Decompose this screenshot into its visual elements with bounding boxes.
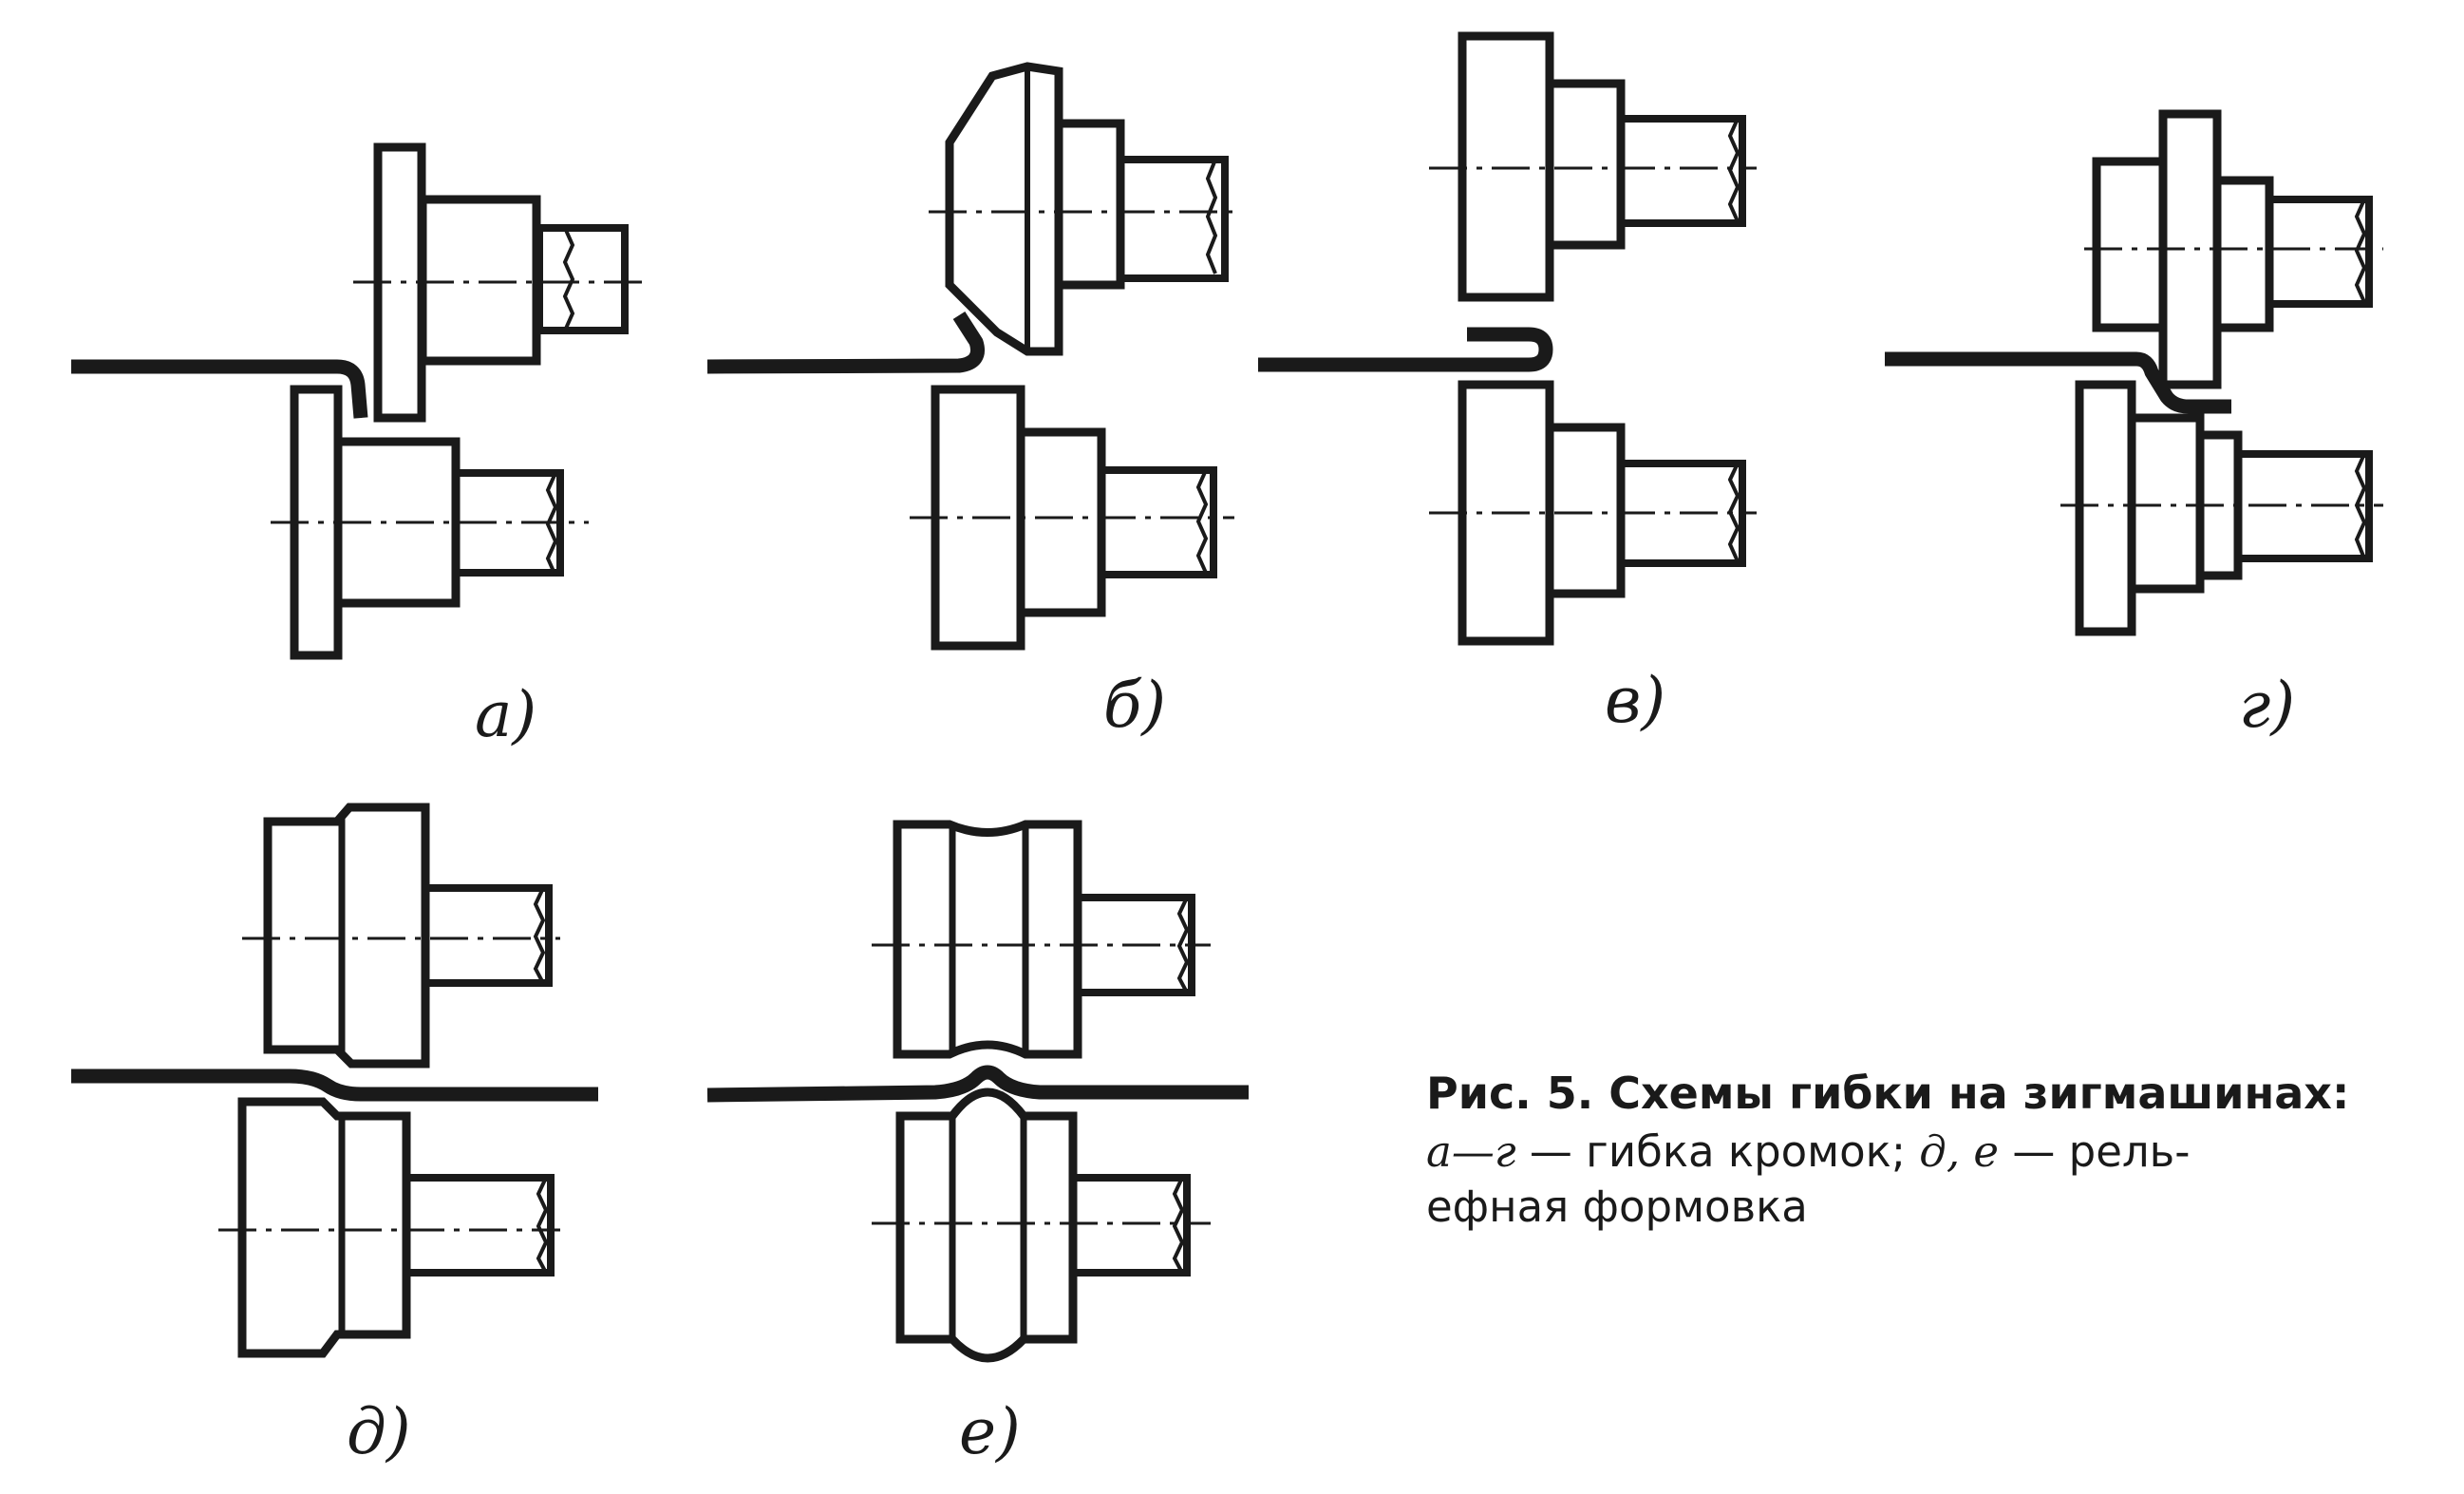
panel-d: д)	[71, 803, 598, 1468]
caption-line-3: ефная формовка	[1426, 1182, 1808, 1232]
upper-cone-roll	[945, 62, 1229, 356]
upper-roll	[2092, 109, 2373, 389]
bent-sheet	[706, 311, 985, 374]
label-b: б)	[1103, 669, 1166, 742]
hemmed-sheet	[1258, 327, 1553, 372]
upper-roll	[893, 820, 1195, 1059]
caption-text-b: — рель-	[1999, 1126, 2191, 1177]
figure-caption: Рис. 5. Схемы гибки на зигмашинах: а—г —…	[1426, 1062, 2452, 1235]
bent-sheet	[71, 359, 368, 419]
label-g: г)	[2239, 669, 2295, 742]
offset-sheet	[71, 1068, 598, 1102]
beaded-sheet	[706, 1065, 1249, 1103]
lower-roll	[2075, 380, 2373, 636]
label-a: а)	[475, 678, 536, 751]
caption-line-2: а—г — гибка кромок; д, е — рель-	[1426, 1125, 2452, 1180]
panel-v: в)	[1258, 31, 1757, 737]
caption-title: Рис. 5. Схемы гибки на зигмашинах:	[1426, 1068, 2350, 1119]
lower-roll	[895, 1087, 1191, 1363]
caption-text-a: — гибка кромок;	[1515, 1126, 1920, 1177]
lower-roll	[931, 385, 1217, 651]
caption-range-a: а—г	[1426, 1126, 1516, 1177]
label-d: д)	[347, 1395, 411, 1468]
lower-roll	[237, 1097, 555, 1358]
label-e: е)	[959, 1395, 1021, 1468]
label-v: в)	[1605, 664, 1665, 737]
panel-b: б)	[706, 62, 1234, 742]
panel-e: е)	[706, 820, 1249, 1468]
panel-a: а)	[71, 142, 648, 751]
panel-g: г)	[1885, 109, 2383, 742]
caption-range-b: д, е	[1919, 1126, 2000, 1177]
joggled-sheet	[1885, 351, 2231, 414]
upper-roll	[263, 803, 553, 1068]
